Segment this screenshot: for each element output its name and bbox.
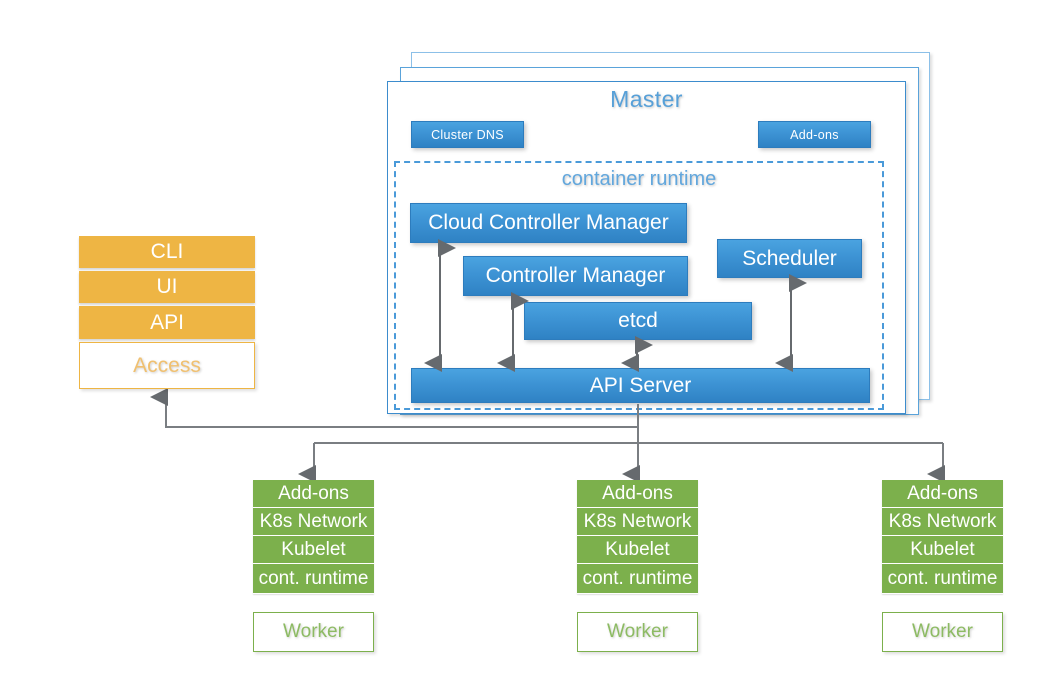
- access-layer-cli-label: CLI: [150, 240, 184, 263]
- worker-2-footer-label: Worker: [607, 621, 668, 642]
- worker-1-layer-add-ons-label: Add-ons: [278, 482, 349, 504]
- worker-1-layer-add-ons[interactable]: Add-ons: [253, 480, 374, 508]
- master-title: Master: [610, 86, 683, 112]
- master-add-ons-label: Add-ons: [790, 127, 839, 142]
- access-layer-ui[interactable]: UI: [79, 271, 255, 303]
- master-add-ons-box[interactable]: Add-ons: [758, 121, 871, 148]
- worker-3-layer-k8s-network-label: K8s Network: [888, 510, 997, 532]
- controller-manager-box[interactable]: Controller Manager: [463, 256, 688, 296]
- api-server-box[interactable]: API Server: [411, 368, 870, 403]
- api-server-label: API Server: [589, 373, 692, 397]
- worker-3-footer: Worker: [882, 612, 1003, 652]
- worker-1-layer-cont-runtime[interactable]: cont. runtime: [253, 564, 374, 594]
- cloud-controller-manager-box[interactable]: Cloud Controller Manager: [410, 203, 687, 243]
- cloud-controller-manager-label: Cloud Controller Manager: [428, 211, 669, 234]
- access-layer-cli[interactable]: CLI: [79, 236, 255, 268]
- worker-1-layer-kubelet[interactable]: Kubelet: [253, 536, 374, 564]
- worker-2-layer-add-ons-label: Add-ons: [602, 482, 673, 504]
- worker-2-layer-k8s-network-label: K8s Network: [583, 510, 692, 532]
- worker-2-layer-cont-runtime-label: cont. runtime: [582, 567, 693, 589]
- worker-1-layer-kubelet-label: Kubelet: [281, 538, 346, 560]
- worker-2-footer: Worker: [577, 612, 698, 652]
- worker-1-layer-k8s-network-label: K8s Network: [259, 510, 368, 532]
- container-runtime-title: container runtime: [561, 168, 717, 190]
- worker-1-footer: Worker: [253, 612, 374, 652]
- access-layer-api[interactable]: API: [79, 306, 255, 339]
- container-runtime-region: [394, 161, 884, 410]
- etcd-box[interactable]: etcd: [524, 302, 752, 340]
- worker-3-layer-cont-runtime-label: cont. runtime: [887, 567, 998, 589]
- worker-2-layer-kubelet[interactable]: Kubelet: [577, 536, 698, 564]
- etcd-label: etcd: [618, 309, 658, 332]
- access-layer-api-label: API: [150, 310, 184, 334]
- access-layer-ui-label: UI: [156, 275, 178, 298]
- worker-1-footer-label: Worker: [283, 621, 344, 642]
- worker-2-layer-k8s-network[interactable]: K8s Network: [577, 508, 698, 536]
- scheduler-label: Scheduler: [742, 246, 837, 270]
- worker-2-layer-add-ons[interactable]: Add-ons: [577, 480, 698, 508]
- worker-1-layer-k8s-network[interactable]: K8s Network: [253, 508, 374, 536]
- worker-3-footer-label: Worker: [912, 621, 973, 642]
- worker-2-layer-cont-runtime[interactable]: cont. runtime: [577, 564, 698, 594]
- worker-3-layer-add-ons-label: Add-ons: [907, 482, 978, 504]
- worker-3-layer-kubelet[interactable]: Kubelet: [882, 536, 1003, 564]
- worker-1-layer-cont-runtime-label: cont. runtime: [258, 567, 369, 589]
- controller-manager-label: Controller Manager: [485, 264, 666, 287]
- worker-3-layer-kubelet-label: Kubelet: [910, 538, 975, 560]
- access-footer-label: Access: [133, 353, 201, 377]
- scheduler-box[interactable]: Scheduler: [717, 239, 862, 278]
- worker-2-layer-kubelet-label: Kubelet: [605, 538, 670, 560]
- access-footer: Access: [79, 342, 255, 389]
- cluster-dns-label: Cluster DNS: [431, 127, 504, 142]
- worker-3-layer-add-ons[interactable]: Add-ons: [882, 480, 1003, 508]
- worker-3-layer-k8s-network[interactable]: K8s Network: [882, 508, 1003, 536]
- worker-3-layer-cont-runtime[interactable]: cont. runtime: [882, 564, 1003, 594]
- cluster-dns-box[interactable]: Cluster DNS: [411, 121, 524, 148]
